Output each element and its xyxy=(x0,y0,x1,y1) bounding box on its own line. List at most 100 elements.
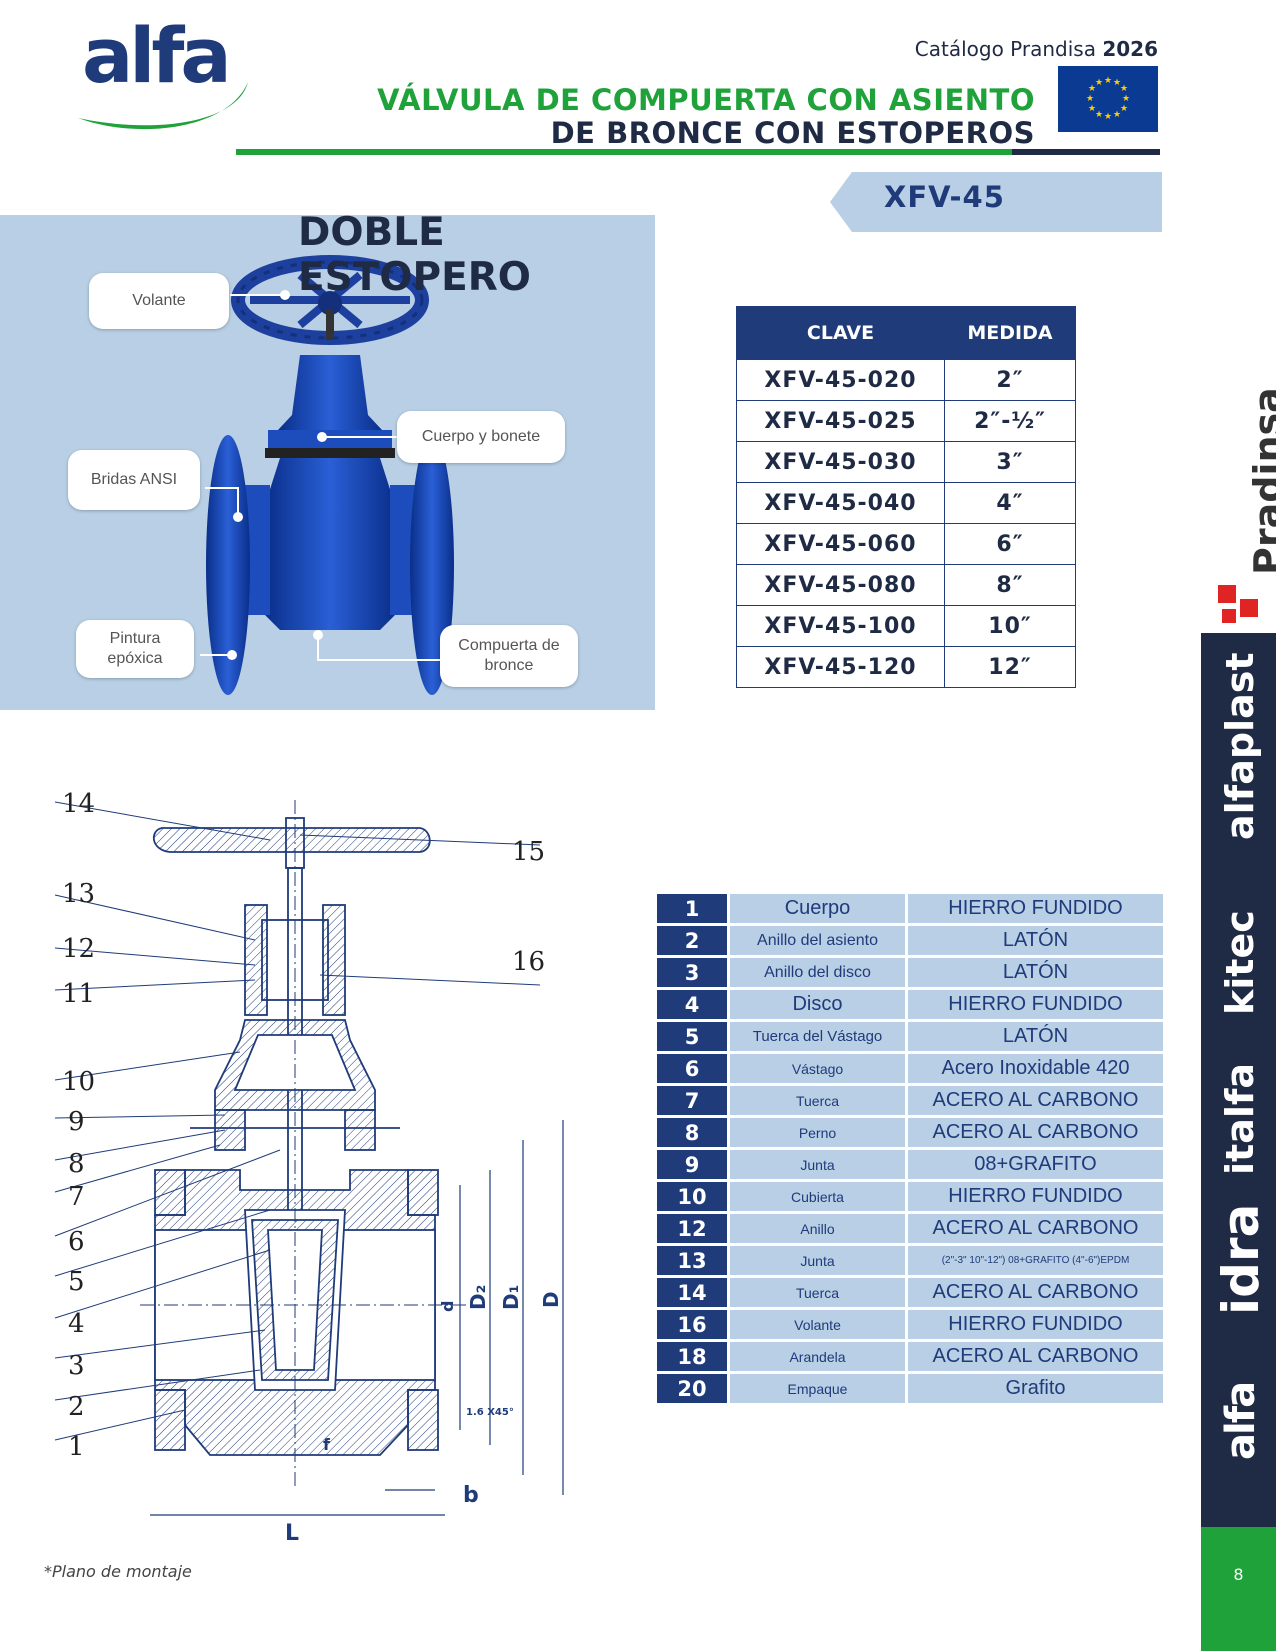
part-material: ACERO AL CARBONO xyxy=(908,1342,1163,1371)
spec-medida: 10″ xyxy=(944,605,1076,647)
drawing-label: 12 xyxy=(62,934,95,964)
part-material: HIERRO FUNDIDO xyxy=(908,990,1163,1019)
spec-clave: XFV-45-060 xyxy=(736,523,945,565)
part-name: Empaque xyxy=(730,1374,908,1403)
header-rule-green xyxy=(236,149,1012,155)
alfa-logo: alfa xyxy=(82,11,232,100)
part-material: ACERO AL CARBONO xyxy=(908,1214,1163,1243)
spec-medida: 2″ xyxy=(944,359,1076,401)
svg-text:★: ★ xyxy=(1120,84,1128,94)
spec-clave: XFV-45-020 xyxy=(736,359,945,401)
page-number: 8 xyxy=(1233,1565,1244,1584)
brand-alfaplast: alfaplast xyxy=(1218,652,1262,841)
part-number: 2 xyxy=(657,926,730,955)
part-number: 14 xyxy=(657,1278,730,1307)
spec-clave: XFV-45-040 xyxy=(736,482,945,524)
sidebar-page-block xyxy=(1201,1527,1276,1651)
spec-medida: 2″-½″ xyxy=(944,400,1076,442)
drawing-label: 10 xyxy=(62,1067,95,1097)
svg-text:★: ★ xyxy=(1120,104,1128,114)
part-number: 5 xyxy=(657,1022,730,1051)
part-name: Junta xyxy=(730,1150,908,1179)
part-number: 6 xyxy=(657,1054,730,1083)
part-material: LATÓN xyxy=(908,1022,1163,1051)
part-name: Tuerca del Vástago xyxy=(730,1022,908,1051)
part-name: Disco xyxy=(730,990,908,1019)
part-number: 13 xyxy=(657,1246,730,1275)
part-material: Acero Inoxidable 420 xyxy=(908,1054,1163,1083)
model-code: XFV-45 xyxy=(884,180,1005,214)
part-number: 18 xyxy=(657,1342,730,1371)
part-number: 7 xyxy=(657,1086,730,1115)
svg-text:★: ★ xyxy=(1095,110,1103,120)
part-material: HIERRO FUNDIDO xyxy=(908,1182,1163,1211)
part-material: (2"-3" 10"-12") 08+GRAFITO (4"-6")EPDM xyxy=(908,1246,1163,1275)
header-rule-navy xyxy=(1012,149,1160,155)
part-material: ACERO AL CARBONO xyxy=(908,1278,1163,1307)
page-title-line2: DE BRONCE CON ESTOPEROS xyxy=(550,116,1035,150)
logo-swoosh xyxy=(78,82,248,130)
brand-pradinsa: Pradinsa xyxy=(1246,387,1276,575)
drawing-label: 6 xyxy=(68,1227,85,1257)
spec-clave: XFV-45-025 xyxy=(736,400,945,442)
part-name: Tuerca xyxy=(730,1086,908,1115)
brand-alfa: alfa xyxy=(1218,1382,1264,1460)
part-name: Tuerca xyxy=(730,1278,908,1307)
spec-clave: XFV-45-030 xyxy=(736,441,945,483)
callout-cuerpo-bonete: Cuerpo y bonete xyxy=(397,411,565,463)
dim-d-outer: D xyxy=(539,1291,563,1308)
drawing-label: 4 xyxy=(68,1309,85,1339)
footnote: *Plano de montaje xyxy=(44,1562,192,1581)
spec-clave: XFV-45-100 xyxy=(736,605,945,647)
svg-text:★: ★ xyxy=(1086,94,1094,104)
svg-text:★: ★ xyxy=(1104,76,1112,86)
part-number: 20 xyxy=(657,1374,730,1403)
part-name: Anillo xyxy=(730,1214,908,1243)
spec-medida: 3″ xyxy=(944,441,1076,483)
spec-header-clave: CLAVE xyxy=(736,306,945,360)
spec-clave: XFV-45-120 xyxy=(736,646,945,688)
drawing-label: 9 xyxy=(68,1107,85,1137)
part-name: Perno xyxy=(730,1118,908,1147)
part-material: Grafito xyxy=(908,1374,1163,1403)
part-number: 8 xyxy=(657,1118,730,1147)
part-material: ACERO AL CARBONO xyxy=(908,1118,1163,1147)
drawing-label: 7 xyxy=(68,1182,85,1212)
part-material: LATÓN xyxy=(908,958,1163,987)
part-material: 08+GRAFITO xyxy=(908,1150,1163,1179)
svg-text:★: ★ xyxy=(1113,78,1121,88)
svg-text:★: ★ xyxy=(1113,110,1121,120)
assembly-drawing: 14 13 12 11 10 9 8 7 6 5 4 3 2 1 15 16 1… xyxy=(54,790,564,1546)
spec-medida: 8″ xyxy=(944,564,1076,606)
pradinsa-logo-icon xyxy=(1218,585,1258,623)
product-photo-panel: DOBLE ESTOPERO Volante Cuerpo y bonete B… xyxy=(0,215,655,710)
dim-l: L xyxy=(285,1521,299,1546)
spec-medida: 4″ xyxy=(944,482,1076,524)
part-number: 16 xyxy=(657,1310,730,1339)
svg-text:★: ★ xyxy=(1095,78,1103,88)
dim-d-inner: d xyxy=(438,1301,457,1312)
part-number: 12 xyxy=(657,1214,730,1243)
spec-medida: 12″ xyxy=(944,646,1076,688)
dim-chamfer: 1.6 X45° xyxy=(466,1407,514,1418)
drawing-label: 5 xyxy=(68,1267,85,1297)
svg-text:★: ★ xyxy=(1104,112,1112,122)
part-name: Vástago xyxy=(730,1054,908,1083)
